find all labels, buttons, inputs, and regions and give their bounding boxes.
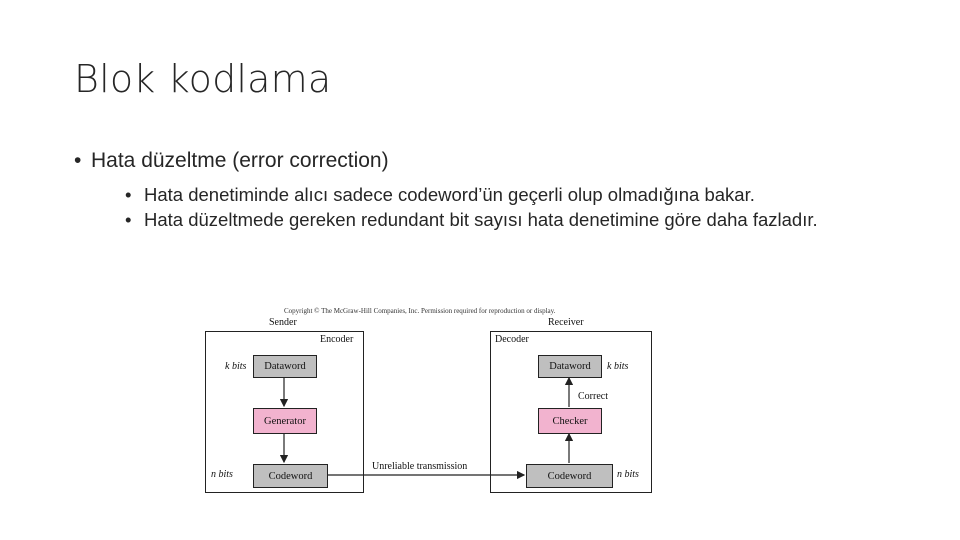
diagram-arrows xyxy=(279,376,574,480)
slide-title: Blok kodlama xyxy=(74,57,332,101)
generator-box: Generator xyxy=(253,408,317,434)
n-bits-right-label: n bits xyxy=(617,469,639,480)
sub-bullet: Hata denetiminde alıcı sadece codeword’ü… xyxy=(125,182,894,207)
block-coding-diagram: Copyright © The McGraw-Hill Companies, I… xyxy=(200,300,660,500)
k-bits-right-label: k bits xyxy=(607,361,629,372)
main-bullet: Hata düzeltme (error correction) Hata de… xyxy=(74,146,894,232)
k-bits-left-label: k bits xyxy=(225,361,247,372)
n-bits-left-label: n bits xyxy=(211,469,233,480)
correct-label: Correct xyxy=(578,391,608,402)
sub-bullet-list: Hata denetiminde alıcı sadece codeword’ü… xyxy=(91,182,894,232)
channel-label: Unreliable transmission xyxy=(372,461,468,472)
sender-label: Sender xyxy=(269,317,297,328)
main-bullet-text: Hata düzeltme (error correction) xyxy=(91,149,389,172)
copyright-note: Copyright © The McGraw-Hill Companies, I… xyxy=(284,307,556,315)
receiver-codeword-box: Codeword xyxy=(526,464,613,488)
bullet-list: Hata düzeltme (error correction) Hata de… xyxy=(74,146,894,232)
encoder-label: Encoder xyxy=(320,334,354,345)
receiver-label: Receiver xyxy=(548,317,584,328)
decoder-label: Decoder xyxy=(495,334,529,345)
sub-bullet: Hata düzeltmede gereken redundant bit sa… xyxy=(125,207,894,232)
sender-dataword-box: Dataword xyxy=(253,355,317,378)
sender-codeword-box: Codeword xyxy=(253,464,328,488)
